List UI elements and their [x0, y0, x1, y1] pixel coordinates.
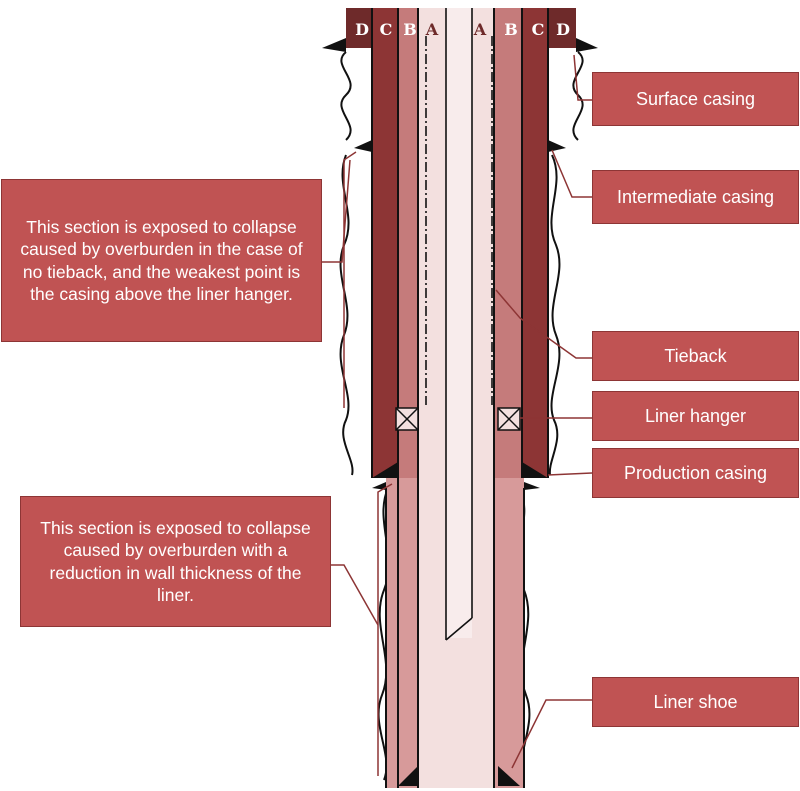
leader-lines: [322, 54, 593, 769]
label-liner-shoe: Liner shoe: [592, 677, 799, 727]
note-upper-section: This section is exposed to collapse caus…: [1, 179, 322, 342]
surface-casing-head-right: [548, 8, 576, 48]
casing-wall-lines: [371, 8, 549, 788]
label-surface-casing-text: Surface casing: [635, 89, 756, 109]
liner-hanger-right: [497, 407, 521, 431]
annulus-letter-d-right: D: [556, 20, 570, 39]
label-tieback-text: Tieback: [664, 346, 727, 366]
outer-casing-left: [372, 8, 398, 478]
tubing-wall-lines: [445, 8, 473, 641]
casing-shoes: [322, 38, 598, 490]
leader-intermediate-casing: [551, 149, 592, 198]
liner-shoes: [398, 766, 520, 786]
label-liner-hanger: Liner hanger: [592, 391, 799, 441]
formation-wall-left-middle: [339, 154, 354, 476]
surface-casing-head-left: [346, 8, 372, 48]
lower-section-bracket: [377, 483, 393, 776]
annulus-letter-d-left: D: [355, 20, 369, 39]
annulus-letter-a-left: A: [425, 20, 439, 39]
liner-body-left: [386, 478, 418, 788]
label-liner-shoe-text: Liner shoe: [653, 692, 738, 712]
leader-production-casing: [547, 472, 593, 476]
note-upper-section-text: This section is exposed to collapse caus…: [20, 216, 303, 305]
label-intermediate-casing-text: Intermediate casing: [616, 187, 775, 207]
annulus-letter-c-left: C: [380, 20, 393, 39]
annulus-letter-b-left: B: [403, 20, 417, 39]
label-intermediate-casing: Intermediate casing: [592, 170, 799, 224]
leader-liner-shoe: [511, 699, 592, 769]
annulus-letter-c-right: C: [532, 20, 545, 39]
tubing-bore: [446, 8, 472, 638]
leader-surface-casing: [573, 54, 592, 101]
liner-hanger-left: [395, 407, 419, 431]
annulus-letters: D C B A A B C D: [355, 20, 570, 39]
annulus-letter-b-right: B: [504, 20, 518, 39]
note-lower-section: This section is exposed to collapse caus…: [20, 496, 331, 627]
centerline-dashes: [425, 36, 493, 405]
note-lower-section-text: This section is exposed to collapse caus…: [40, 517, 311, 606]
label-surface-casing: Surface casing: [592, 72, 799, 126]
annulus-letter-a-right: A: [473, 20, 487, 39]
leader-upper-note: [322, 159, 351, 263]
outer-casing-right: [522, 8, 548, 478]
leader-tieback: [495, 289, 592, 359]
label-liner-hanger-text: Liner hanger: [644, 406, 747, 426]
label-production-casing-text: Production casing: [623, 463, 768, 483]
formation-wall-left-upper: [340, 51, 352, 141]
label-tieback: Tieback: [592, 331, 799, 381]
leader-lower-note: [330, 564, 379, 626]
liner-body-right: [494, 478, 524, 788]
upper-section-bracket: [343, 151, 357, 408]
label-production-casing: Production casing: [592, 448, 799, 498]
formation-wall-right-middle: [548, 154, 561, 476]
